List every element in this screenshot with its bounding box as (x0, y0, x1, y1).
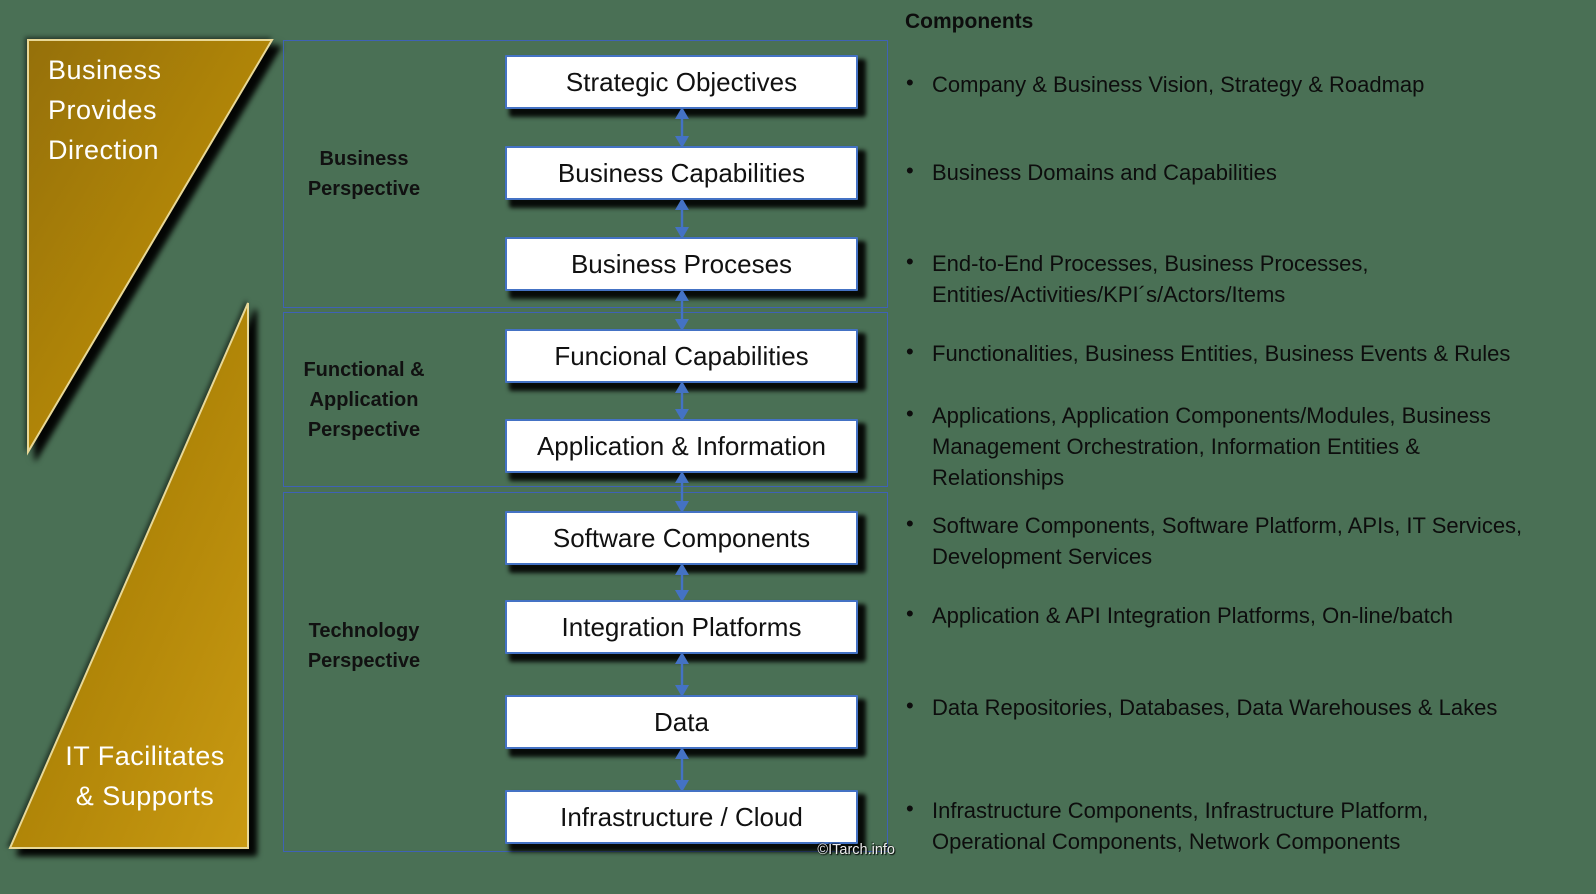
component-bullet-item: • Data Repositories, Databases, Data Ware… (906, 692, 1497, 723)
bullet-line: Management Orchestration, Information En… (932, 434, 1420, 459)
triangle-label-line: IT Facilitates (65, 741, 225, 771)
business-direction-triangle (27, 39, 274, 456)
double-arrow-icon (675, 747, 689, 792)
arch-box-strategic-objectives: Strategic Objectives (505, 55, 858, 109)
group-frame-technology-perspective (283, 492, 888, 852)
bullet-line: Software Components, Software Platform, … (932, 513, 1523, 538)
bullet-dot-icon: • (906, 249, 914, 274)
arch-box-application-information: Application & Information (505, 419, 858, 473)
bullet-dot-icon: • (906, 339, 914, 364)
group-label-line: Application (309, 389, 419, 411)
bullet-line: Operational Components, Network Componen… (932, 829, 1401, 854)
group-label-line: Perspective (307, 178, 421, 200)
component-bullet-item: • Application & API Integration Platforms… (906, 600, 1453, 631)
group-frame-functional-application-perspective (283, 312, 888, 487)
bullet-dot-icon: • (906, 70, 914, 95)
it-facilitates-supports-label: IT Facilitates & Supports (35, 736, 255, 816)
double-arrow-icon (675, 107, 689, 148)
component-bullet-item: • Functionalities, Business Entities, Bus… (906, 338, 1510, 369)
bullet-line: Relationships (932, 465, 1065, 490)
component-bullet-item: • Software Components, Software Platform,… (906, 510, 1522, 572)
group-label-line: Perspective (307, 419, 421, 441)
arch-box-integration-platforms: Integration Platforms (505, 600, 858, 654)
component-bullet-item: • Company & Business Vision, Strategy & R… (906, 69, 1424, 100)
bullet-line: Application & API Integration Platforms,… (932, 603, 1453, 628)
arch-box-software-components: Software Components (505, 511, 858, 565)
arch-box-infrastructure-cloud: Infrastructure / Cloud (505, 790, 858, 844)
bullet-line: Development Services (932, 544, 1153, 569)
arch-box-business-proceses: Business Proceses (505, 237, 858, 291)
group-frame-business-perspective (283, 40, 888, 308)
group-label-line: Business (319, 148, 409, 170)
bullet-line: Functionalities, Business Entities, Busi… (932, 341, 1511, 366)
bullet-line: Data Repositories, Databases, Data Wareh… (932, 695, 1498, 720)
bullet-dot-icon: • (906, 796, 914, 821)
bullet-dot-icon: • (906, 511, 914, 536)
arch-box-business-capabilities: Business Capabilities (505, 146, 858, 200)
group-label-line: Perspective (307, 650, 421, 672)
bullet-dot-icon: • (906, 401, 914, 426)
watermark: ©ITarch.info (817, 842, 895, 858)
it-supports-triangle (8, 302, 249, 849)
bullet-line: Infrastructure Components, Infrastructur… (932, 798, 1429, 823)
bullet-line: End-to-End Processes, Business Processes… (932, 251, 1369, 276)
triangle-label-line: & Supports (75, 781, 215, 811)
bullet-line: Company & Business Vision, Strategy & Ro… (932, 72, 1425, 97)
component-bullet-item: • Business Domains and Capabilities (906, 157, 1277, 188)
bullet-line: Entities/Activities/KPI´s/Actors/Items (932, 282, 1286, 307)
bullet-line: Business Domains and Capabilities (932, 160, 1277, 185)
group-label-line: Functional & (303, 359, 425, 381)
triangle-label-line: Direction (48, 135, 160, 165)
components-title: Components (905, 10, 1034, 33)
double-arrow-icon (675, 198, 689, 239)
double-arrow-icon (675, 563, 689, 602)
triangle-label-line: Business (48, 55, 162, 85)
component-bullet-item: • Infrastructure Components, Infrastructu… (906, 795, 1428, 857)
double-arrow-icon (675, 652, 689, 697)
bullet-dot-icon: • (906, 601, 914, 626)
arch-box-funcional-capabilities: Funcional Capabilities (505, 329, 858, 383)
bullet-line: Applications, Application Components/Mod… (932, 403, 1491, 428)
double-arrow-icon (675, 289, 689, 331)
component-bullet-item: • Applications, Application Components/Mo… (906, 400, 1491, 493)
double-arrow-icon (675, 381, 689, 421)
gold-triangles-graphic (8, 39, 274, 849)
double-arrow-icon (675, 471, 689, 513)
group-label-line: Technology (308, 620, 420, 642)
bullet-dot-icon: • (906, 693, 914, 718)
bullet-dot-icon: • (906, 158, 914, 183)
triangle-label-line: Provides (48, 95, 158, 125)
arch-box-data: Data (505, 695, 858, 749)
component-bullet-item: • End-to-End Processes, Business Processe… (906, 248, 1369, 310)
